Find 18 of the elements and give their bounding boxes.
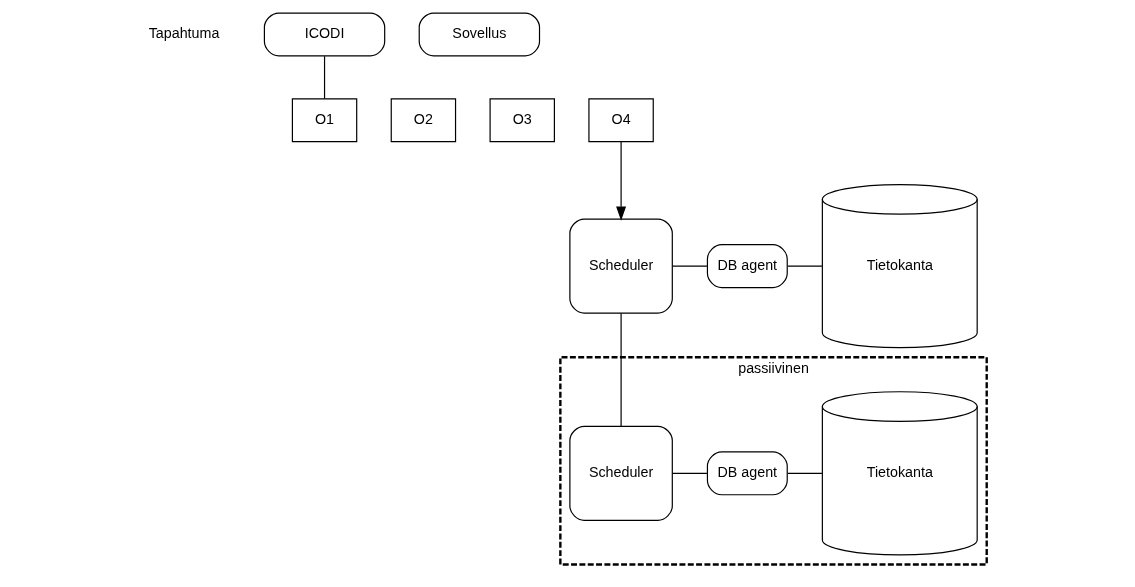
node-box: ICODI [263, 12, 386, 57]
node-box: O1 [291, 98, 358, 143]
connector [787, 472, 823, 474]
node-box: Sovellus [418, 12, 541, 57]
connector [671, 265, 708, 267]
node-box: O3 [489, 98, 555, 143]
connector [323, 55, 326, 100]
arrow [616, 141, 627, 221]
node-box: O4 [588, 98, 654, 143]
node-box: DB agent [706, 244, 788, 289]
label: Tapahtuma [148, 25, 220, 42]
node-box: O2 [390, 98, 457, 143]
connector [671, 472, 708, 474]
connector [787, 265, 823, 267]
node-box: Scheduler [569, 425, 673, 521]
node-box: Scheduler [569, 218, 673, 314]
connector [620, 312, 622, 427]
node-box: DB agent [706, 451, 788, 496]
